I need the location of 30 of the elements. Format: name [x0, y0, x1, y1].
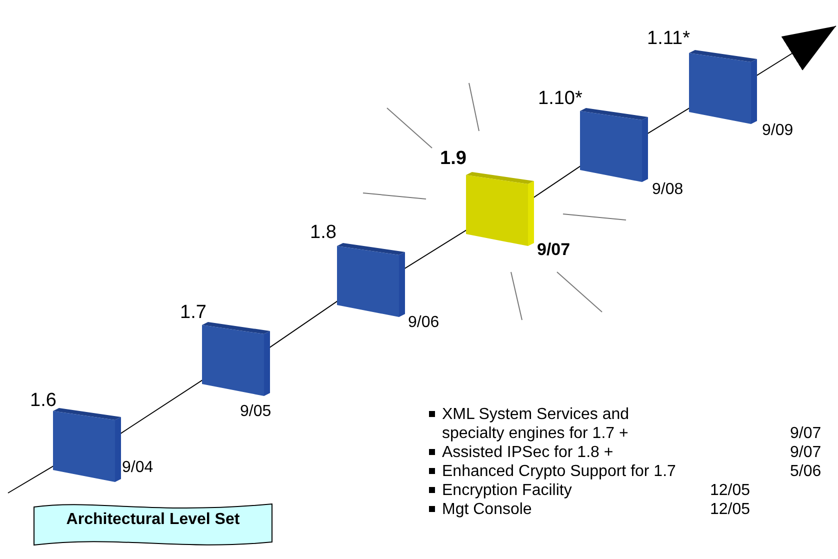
version-label: 1.11*	[647, 28, 690, 50]
connector-line	[268, 300, 338, 348]
version-label: 1.8	[310, 222, 336, 244]
item-date: 12/05	[710, 481, 750, 500]
banner-text: Architectural Level Set	[65, 511, 241, 529]
bullet-item: Assisted IPSec for 1.8 +	[428, 443, 682, 462]
connector-line	[120, 379, 204, 434]
bullet-item: XML System Services and specialty engines for 1.7 +	[428, 405, 682, 443]
item-date: 5/06	[790, 462, 822, 481]
release-date: 9/08	[652, 180, 684, 199]
version-label: 1.6	[30, 390, 56, 412]
version-label: 1.7	[180, 302, 206, 324]
release-date: 9/06	[408, 313, 440, 332]
item-date: 9/07	[790, 443, 822, 462]
connector-line	[8, 465, 54, 494]
release-date: 9/05	[240, 402, 272, 421]
bullet-item: Encryption Facility	[428, 481, 682, 500]
version-label: 1.10*	[538, 88, 582, 110]
version-label: 1.9	[440, 148, 466, 170]
item-date: 9/07	[790, 424, 822, 443]
release-date: 9/07	[537, 240, 570, 259]
release-date: 9/09	[762, 121, 794, 140]
connector-line	[532, 165, 582, 198]
connector-line	[646, 107, 690, 134]
item-date: 12/05	[710, 500, 750, 519]
bullet-item: Enhanced Crypto Support for 1.7	[428, 462, 682, 481]
arrow	[756, 26, 836, 76]
bullet-item: Mgt Console	[428, 500, 682, 519]
connector-line	[404, 229, 468, 270]
release-date: 9/04	[122, 458, 154, 477]
